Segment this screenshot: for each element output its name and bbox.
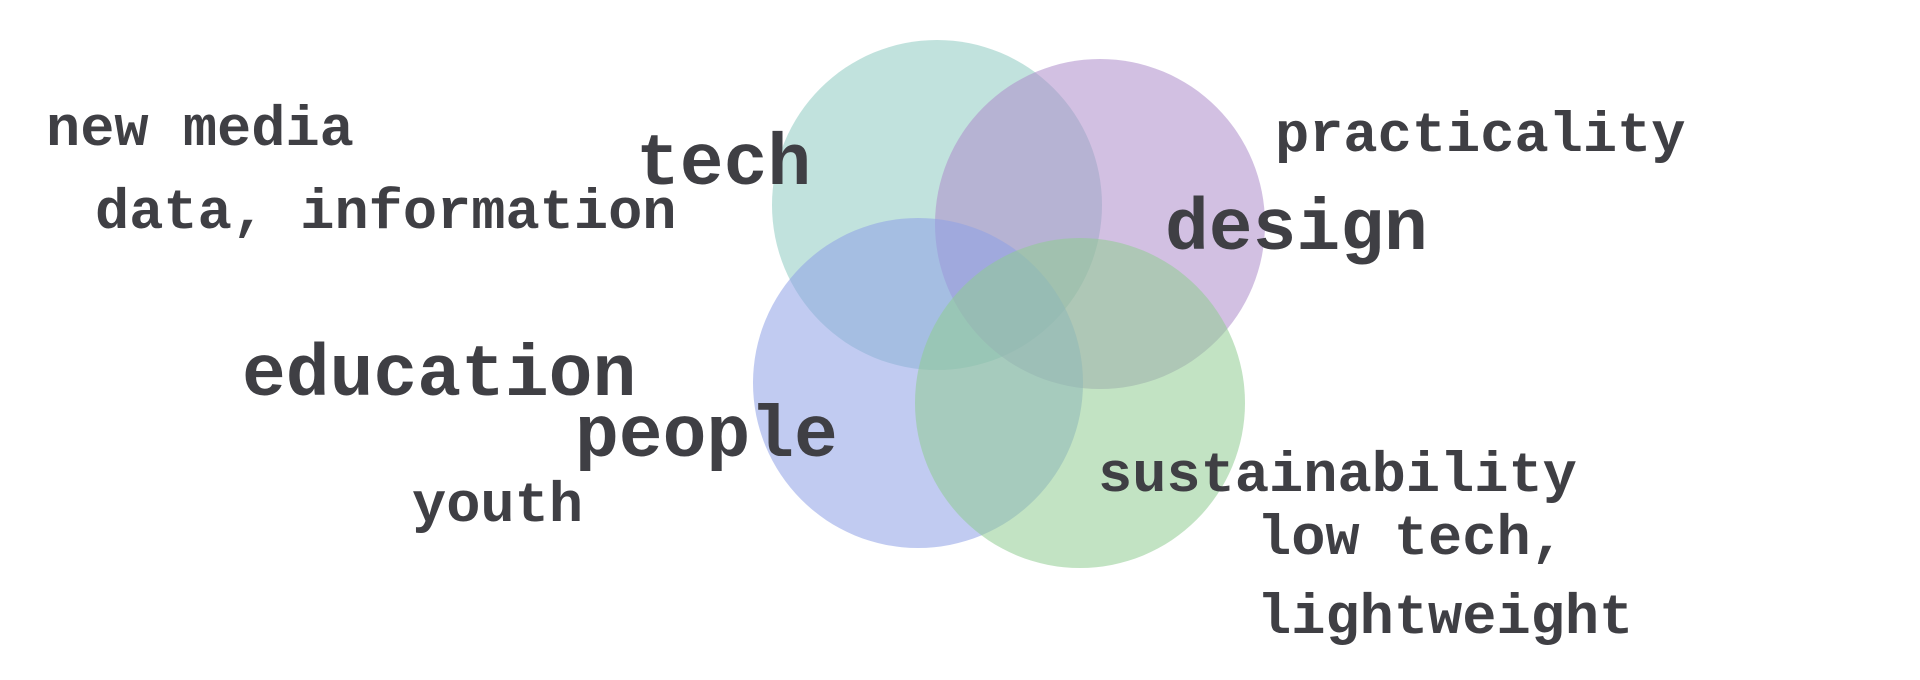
label-practicality: practicality bbox=[1275, 105, 1686, 169]
label-lightweight: lightweight bbox=[1257, 587, 1634, 651]
sustainability-circle bbox=[915, 238, 1245, 568]
label-data-information: data, information bbox=[95, 182, 677, 246]
label-new-media: new media bbox=[46, 99, 354, 163]
label-education: education bbox=[242, 334, 637, 417]
label-design: design bbox=[1165, 188, 1428, 271]
label-sustainability: sustainability bbox=[1098, 445, 1577, 509]
label-youth: youth bbox=[412, 475, 584, 539]
label-tech: tech bbox=[636, 123, 812, 206]
label-low-tech: low tech, bbox=[1257, 508, 1565, 572]
label-people: people bbox=[575, 395, 838, 478]
